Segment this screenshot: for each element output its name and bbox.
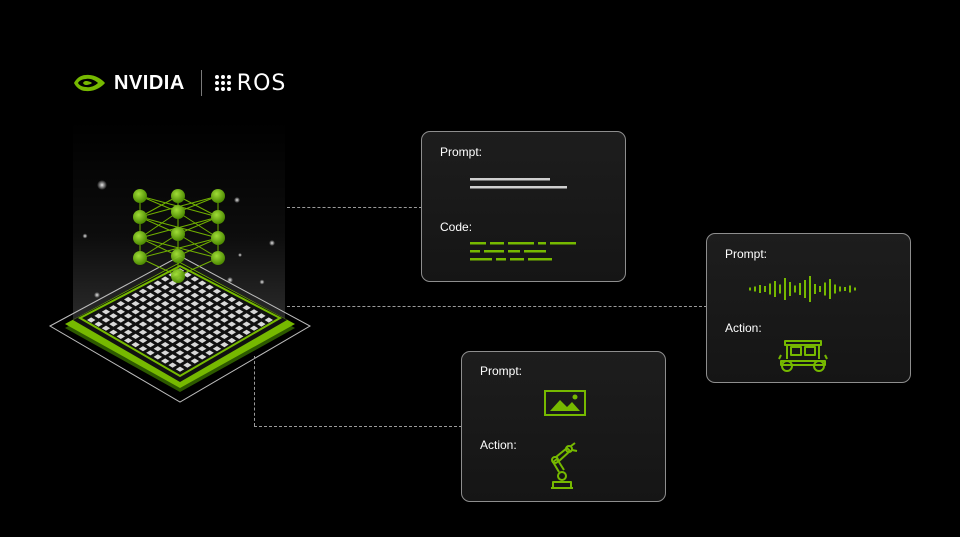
neural-node [211,210,225,224]
waveform-bar [844,287,846,291]
neural-node [133,210,147,224]
logo-bar: NVIDIA ROS [74,68,286,98]
particle [97,180,107,190]
prompt-label: Prompt: [440,145,482,159]
neural-node [211,251,225,265]
waveform-bar [789,282,791,296]
audio-waveform-icon [747,274,862,304]
logo-divider [201,70,202,96]
neural-node [171,227,185,241]
prompt-label: Prompt: [725,247,767,261]
waveform-bar [794,286,796,293]
waveform-bar [784,278,786,300]
neural-node [211,189,225,203]
nvidia-eye-icon [74,72,106,94]
waveform-bar [749,288,751,291]
waveform-bar [814,284,816,294]
neural-node [133,251,147,265]
particle [234,197,240,203]
waveform-bar [829,279,831,299]
image-card: Prompt: Action: [461,351,666,502]
neural-node [171,249,185,263]
robot-arm-icon [547,442,581,490]
prompt-label: Prompt: [480,364,522,378]
chip-illustration [40,120,320,410]
text-lines-icon [470,177,570,191]
waveform-bar [769,284,771,295]
action-label: Action: [480,438,517,452]
connector-image-card-h [254,426,462,427]
particle [94,292,100,298]
code-label: Code: [440,220,472,234]
neural-node [171,189,185,203]
neural-node [211,231,225,245]
particle [83,234,88,239]
waveform-bar [824,283,826,296]
autonomous-vehicle-icon [777,339,829,373]
waveform-bar [804,280,806,298]
waveform-bar [779,285,781,294]
connector-code-card [287,207,422,208]
particle [260,280,265,285]
waveform-bar [854,288,856,291]
particle [238,253,242,257]
waveform-bar [799,283,801,295]
connector-image-card-v [254,356,255,426]
waveform-bar [849,286,851,293]
neural-node [133,231,147,245]
particle [269,240,275,246]
connector-audio-card [287,306,707,307]
waveform-bar [774,281,776,297]
ros-dots-icon [215,75,231,91]
neural-node [171,205,185,219]
audio-card: Prompt: Action: [706,233,911,383]
waveform-bar [809,276,811,302]
code-card: Prompt: Code: [421,131,626,282]
neural-node [171,269,185,283]
waveform-bar [759,285,761,293]
nvidia-logo-text: NVIDIA [114,72,185,95]
image-icon [544,390,586,416]
waveform-bar [754,287,756,292]
waveform-bar [834,285,836,294]
ros-logo-text: ROS [237,71,287,96]
waveform-bar [764,286,766,292]
waveform-bar [819,286,821,292]
waveform-bar [839,287,841,292]
action-label: Action: [725,321,762,335]
code-lines-icon [470,242,580,266]
neural-node [133,189,147,203]
